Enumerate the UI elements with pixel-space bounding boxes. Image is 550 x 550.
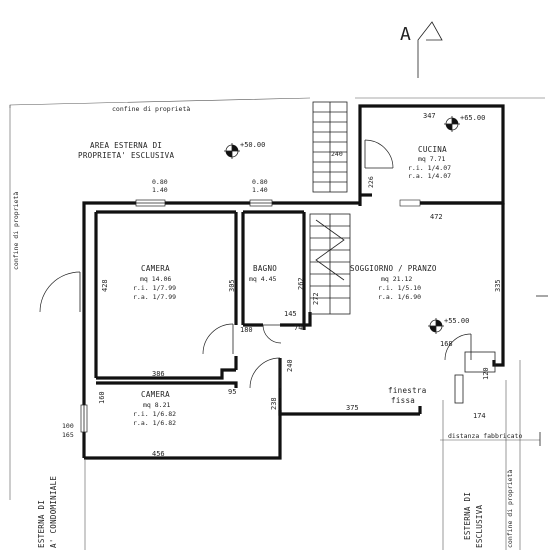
bath-mq: mq 4.45: [249, 275, 276, 283]
dim-kitchen-226: 226: [367, 176, 375, 188]
boundary-left-label: confine di proprietà: [12, 192, 20, 270]
dim-238: 238: [270, 397, 278, 410]
fixed-window-line2: fissa: [391, 396, 415, 405]
external-stairs: [312, 101, 348, 193]
garden-gate: [39, 271, 81, 313]
window3-dim-b: 165: [62, 431, 74, 439]
boundary-right-label: confine di proprietà: [506, 470, 514, 548]
elevation-marker-living: +55.00: [428, 317, 469, 334]
window2-dim-b: 1.40: [252, 186, 268, 194]
kitchen-name: CUCINA: [418, 145, 447, 154]
kitchen-mq: mq 7.71: [418, 155, 445, 163]
bedroom1-mq: mq 14.06: [140, 275, 171, 283]
dim-335: 335: [494, 279, 502, 292]
bedroom2-ra: r.a. 1/6.82: [133, 419, 176, 427]
bedroom1-ra: r.a. 1/7.99: [133, 293, 176, 301]
dim-120: 120: [482, 367, 490, 380]
windows: [80, 199, 273, 433]
bedroom2-mq: mq 8.21: [143, 401, 170, 409]
north-arrow-icon: [417, 21, 443, 78]
window1-dim-a: 0.80: [152, 178, 168, 186]
dim-168: 168: [440, 340, 453, 348]
bedroom2-door: [249, 357, 281, 389]
kitchen-ri: r.i. 1/4.07: [408, 164, 451, 172]
dim-375: 375: [346, 404, 359, 412]
dim-180: 180: [240, 326, 253, 334]
bedroom1-door: [202, 323, 234, 355]
bedroom1-name: CAMERA: [141, 264, 170, 273]
living-name: SOGGIORNO / PRANZO: [350, 264, 437, 273]
elevation-outdoor-text: +50.00: [240, 141, 265, 149]
outdoor-area-line2: PROPRIETA' ESCLUSIVA: [78, 151, 174, 160]
bedroom2-ri: r.i. 1/6.82: [133, 410, 176, 418]
dim-145: 145: [284, 310, 297, 318]
building-distance-label: distanza fabbricato: [448, 432, 522, 440]
bath-name: BAGNO: [253, 264, 277, 273]
living-ra: r.a. 1/6.90: [378, 293, 421, 301]
bedroom1-ri: r.i. 1/7.99: [133, 284, 176, 292]
outdoor-left-line1: ESTERNA DI: [37, 500, 46, 548]
living-door: [444, 333, 472, 361]
fixed-window: [454, 351, 496, 404]
fixed-window-line1: finestra: [388, 386, 427, 395]
property-boundary: [9, 97, 548, 550]
dim-272: 272: [312, 292, 320, 305]
dim-95: 95: [228, 388, 236, 396]
window1-dim-b: 1.40: [152, 186, 168, 194]
living-ri: r.i. 1/5.10: [378, 284, 421, 292]
window3-dim-a: 100: [62, 422, 74, 430]
boundary-top-label: confine di proprietà: [112, 105, 190, 113]
elevation-living-text: +55.00: [444, 317, 469, 325]
dim-386: 386: [152, 370, 165, 378]
dim-stair-240: 240: [331, 150, 343, 158]
window2-dim-a: 0.80: [252, 178, 268, 186]
bedroom2-name: CAMERA: [141, 390, 170, 399]
elevation-marker-outdoor: +50.00: [224, 141, 265, 159]
living-mq: mq 21.12: [381, 275, 412, 283]
north-label: A: [400, 24, 411, 45]
bath-door: [262, 324, 282, 344]
outdoor-left-line2: A' CONDOMINIALE: [49, 476, 58, 548]
dim-456: 456: [152, 450, 165, 458]
dim-kitchen-width: 347: [423, 112, 436, 120]
interior-stairs: [309, 213, 351, 315]
kitchen-ra: r.a. 1/4.07: [408, 172, 451, 180]
dim-174: 174: [473, 412, 486, 420]
elevation-kitchen-text: +65.00: [460, 114, 485, 122]
dim-428: 428: [101, 279, 109, 292]
outdoor-right-line2: ESCLUSIVA: [475, 504, 484, 548]
dim-472: 472: [430, 213, 443, 221]
outdoor-right-line1: ESTERNA DI: [463, 492, 472, 540]
elevation-marker-kitchen: +65.00: [444, 114, 485, 132]
dim-262: 262: [297, 277, 305, 290]
main-walls: [82, 195, 505, 460]
dim-240b: 240: [286, 359, 294, 372]
north-arrow: A: [400, 21, 443, 78]
dim-305: 305: [228, 279, 236, 292]
dim-160: 160: [98, 391, 106, 404]
outdoor-area-line1: AREA ESTERNA DI: [90, 141, 162, 150]
dim-74: 74: [294, 324, 302, 332]
